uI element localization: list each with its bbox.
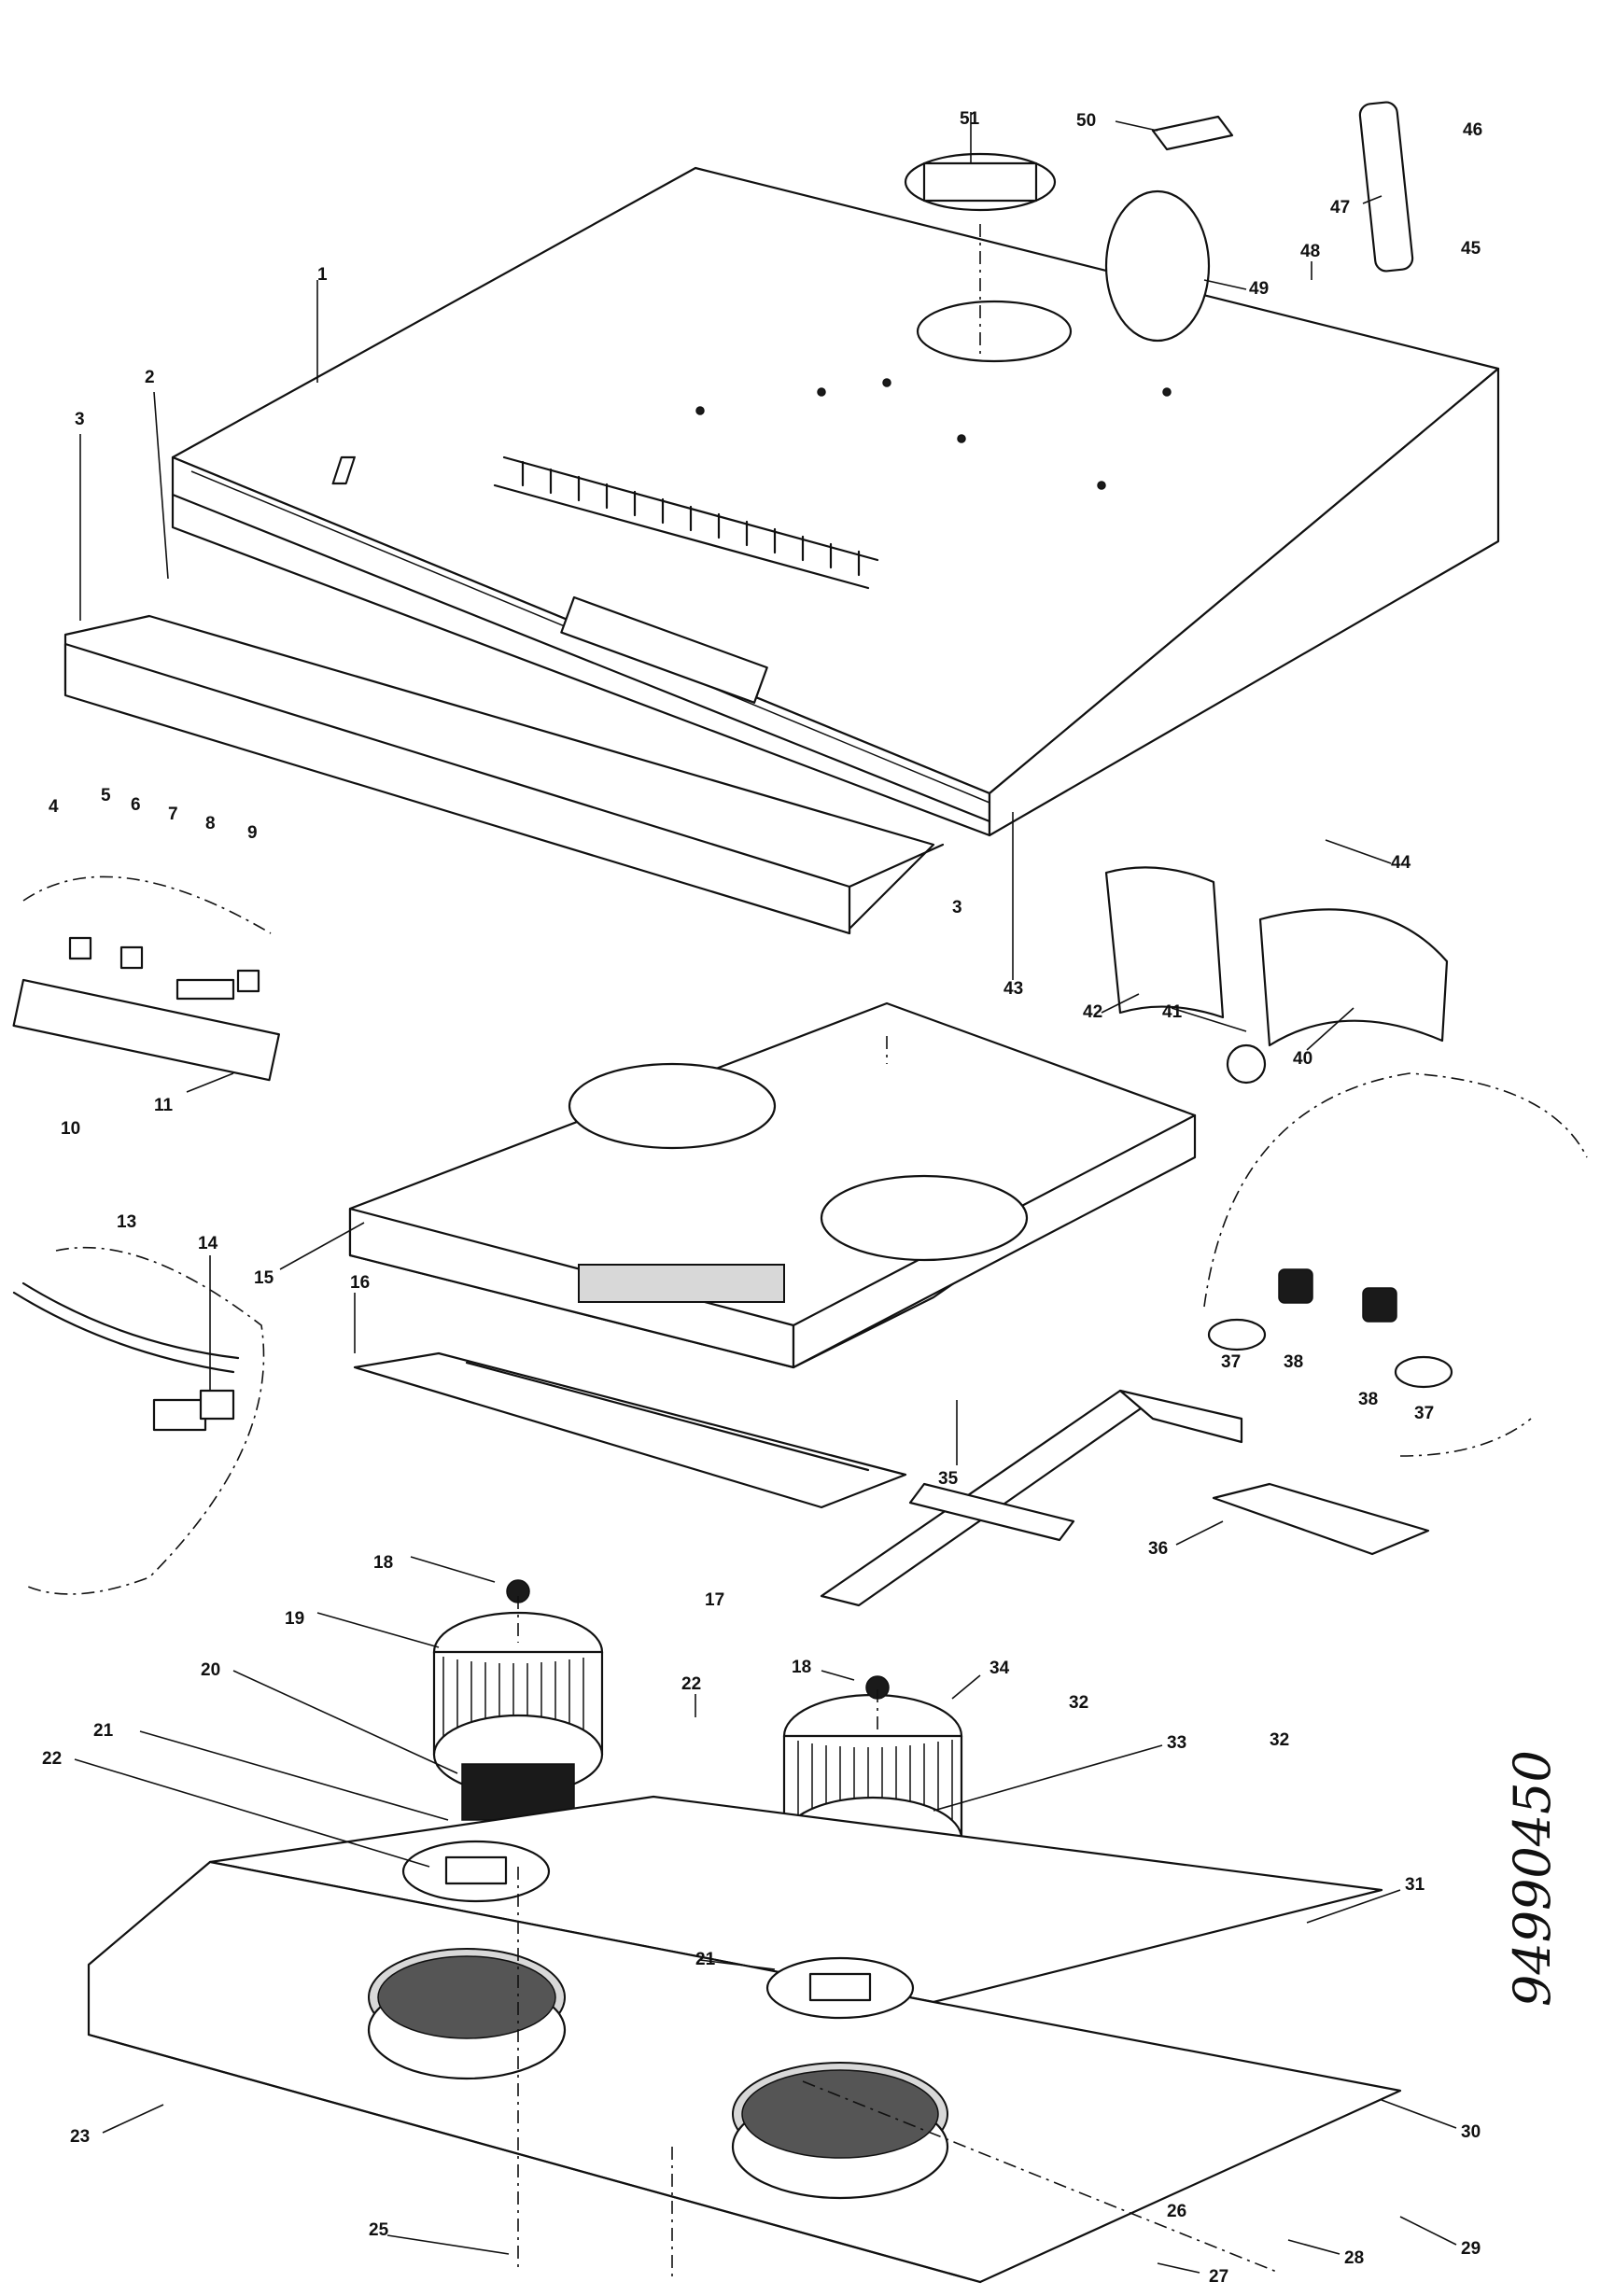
part-label-10: 10 — [61, 1119, 80, 1139]
part-label-3: 3 — [952, 898, 962, 917]
leader-lines — [74, 112, 1457, 2274]
part-label-19: 19 — [285, 1609, 304, 1629]
part-label-44: 44 — [1391, 853, 1411, 873]
part-label-36: 36 — [1148, 1539, 1168, 1559]
part-label-37: 37 — [1221, 1352, 1241, 1372]
back-flap-49 — [1104, 189, 1211, 343]
base-panel — [87, 1795, 1402, 2284]
part-label-46: 46 — [1463, 120, 1482, 140]
part-label-31: 31 — [1405, 1875, 1425, 1895]
lamp-detail — [1203, 1072, 1588, 1457]
duct-collar-51 — [904, 152, 1057, 212]
part-label-45: 45 — [1461, 239, 1481, 259]
part-label-21: 21 — [93, 1721, 114, 1741]
part-label-25: 25 — [369, 2220, 389, 2240]
part-label-34: 34 — [989, 1659, 1010, 1678]
part-label-5: 5 — [101, 786, 111, 805]
vent-slots — [331, 455, 356, 485]
alignment-lines — [517, 224, 1280, 2277]
part-label-27: 27 — [1209, 2267, 1228, 2287]
part-label-13: 13 — [117, 1212, 136, 1232]
part-label-8: 8 — [205, 814, 216, 833]
part-label-7: 7 — [168, 805, 178, 824]
part-label-26: 26 — [1167, 2202, 1186, 2221]
charcoal-filter-right — [731, 2062, 949, 2200]
charcoal-filter-left — [367, 1948, 567, 2080]
part-label-22: 22 — [42, 1749, 62, 1769]
part-label-2: 2 — [145, 368, 155, 387]
control-pcb — [353, 1351, 907, 1509]
part-label-30: 30 — [1461, 2122, 1481, 2142]
part-label-1: 1 — [317, 265, 328, 285]
part-labels: 1 2 3 3 4 5 6 7 8 9 10 11 13 14 15 16 17… — [42, 109, 1482, 2287]
wall-bracket-47 — [1358, 101, 1414, 273]
part-label-40: 40 — [1293, 1049, 1312, 1069]
part-label-23: 23 — [70, 2127, 90, 2147]
part-label-16: 16 — [350, 1273, 370, 1293]
part-label-29: 29 — [1461, 2239, 1481, 2259]
part-label-4: 4 — [49, 797, 59, 817]
part-label-32: 32 — [1270, 1730, 1289, 1750]
slide-36 — [1212, 1482, 1430, 1556]
part-label-43: 43 — [1004, 979, 1023, 999]
part-label-6: 6 — [131, 795, 141, 815]
part-label-32: 32 — [1069, 1693, 1088, 1713]
document-number: 94990450 — [1503, 1750, 1562, 2007]
part-label-38: 38 — [1284, 1352, 1303, 1372]
flap-right — [1258, 908, 1449, 1047]
part-label-15: 15 — [254, 1268, 274, 1288]
fan-motor-left — [432, 1579, 604, 1821]
part-label-17: 17 — [705, 1590, 724, 1610]
part-label-20: 20 — [201, 1660, 220, 1680]
part-label-47: 47 — [1330, 198, 1350, 217]
part-label-3: 3 — [75, 410, 85, 429]
control-panel-detail — [12, 875, 280, 1082]
wiring-detail — [12, 1246, 265, 1595]
fan-box — [348, 1001, 1197, 1369]
part-label-28: 28 — [1344, 2248, 1364, 2268]
part-label-22: 22 — [681, 1674, 701, 1694]
part-label-35: 35 — [938, 1469, 959, 1489]
part-label-49: 49 — [1249, 279, 1269, 299]
part-label-37: 37 — [1414, 1404, 1434, 1423]
part-label-14: 14 — [198, 1234, 218, 1253]
part-label-50: 50 — [1076, 111, 1096, 131]
part-label-33: 33 — [1167, 1733, 1186, 1753]
flap-left — [1104, 866, 1225, 1019]
bracket-50 — [1151, 115, 1234, 151]
part-label-9: 9 — [247, 823, 258, 843]
part-label-18: 18 — [373, 1553, 393, 1573]
part-label-38: 38 — [1358, 1390, 1378, 1409]
part-label-48: 48 — [1300, 242, 1320, 261]
part-label-18: 18 — [792, 1658, 811, 1677]
part-label-41: 41 — [1162, 1002, 1183, 1022]
part-label-42: 42 — [1083, 1002, 1102, 1022]
knob-41 — [1226, 1043, 1267, 1085]
front-panel — [63, 614, 945, 935]
part-label-11: 11 — [154, 1096, 174, 1115]
slide-rail — [820, 1389, 1243, 1607]
filter-ring-right — [765, 1956, 915, 2020]
part-label-21: 21 — [695, 1950, 716, 1969]
filter-ring-left — [401, 1840, 551, 1903]
part-label-51: 51 — [960, 109, 980, 129]
